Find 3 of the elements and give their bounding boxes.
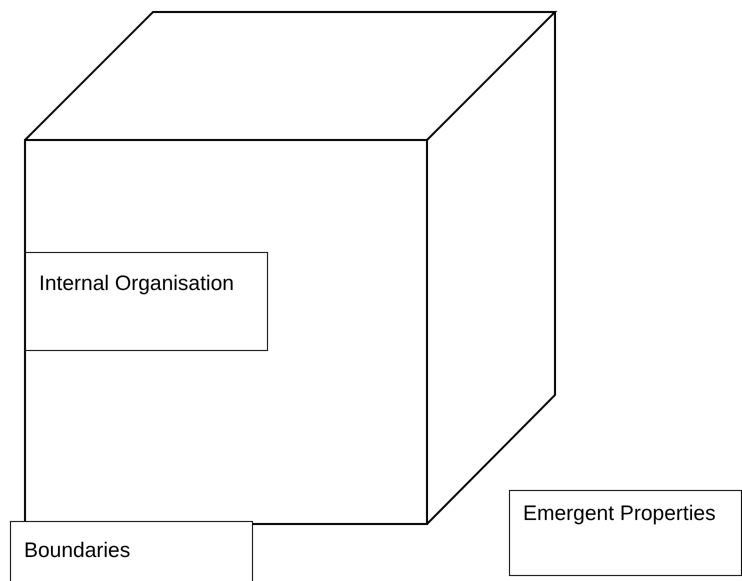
text-box: Internal Organisation	[25, 252, 268, 351]
text-box: Emergent Properties	[509, 490, 742, 576]
text-box: Boundaries	[10, 521, 253, 581]
